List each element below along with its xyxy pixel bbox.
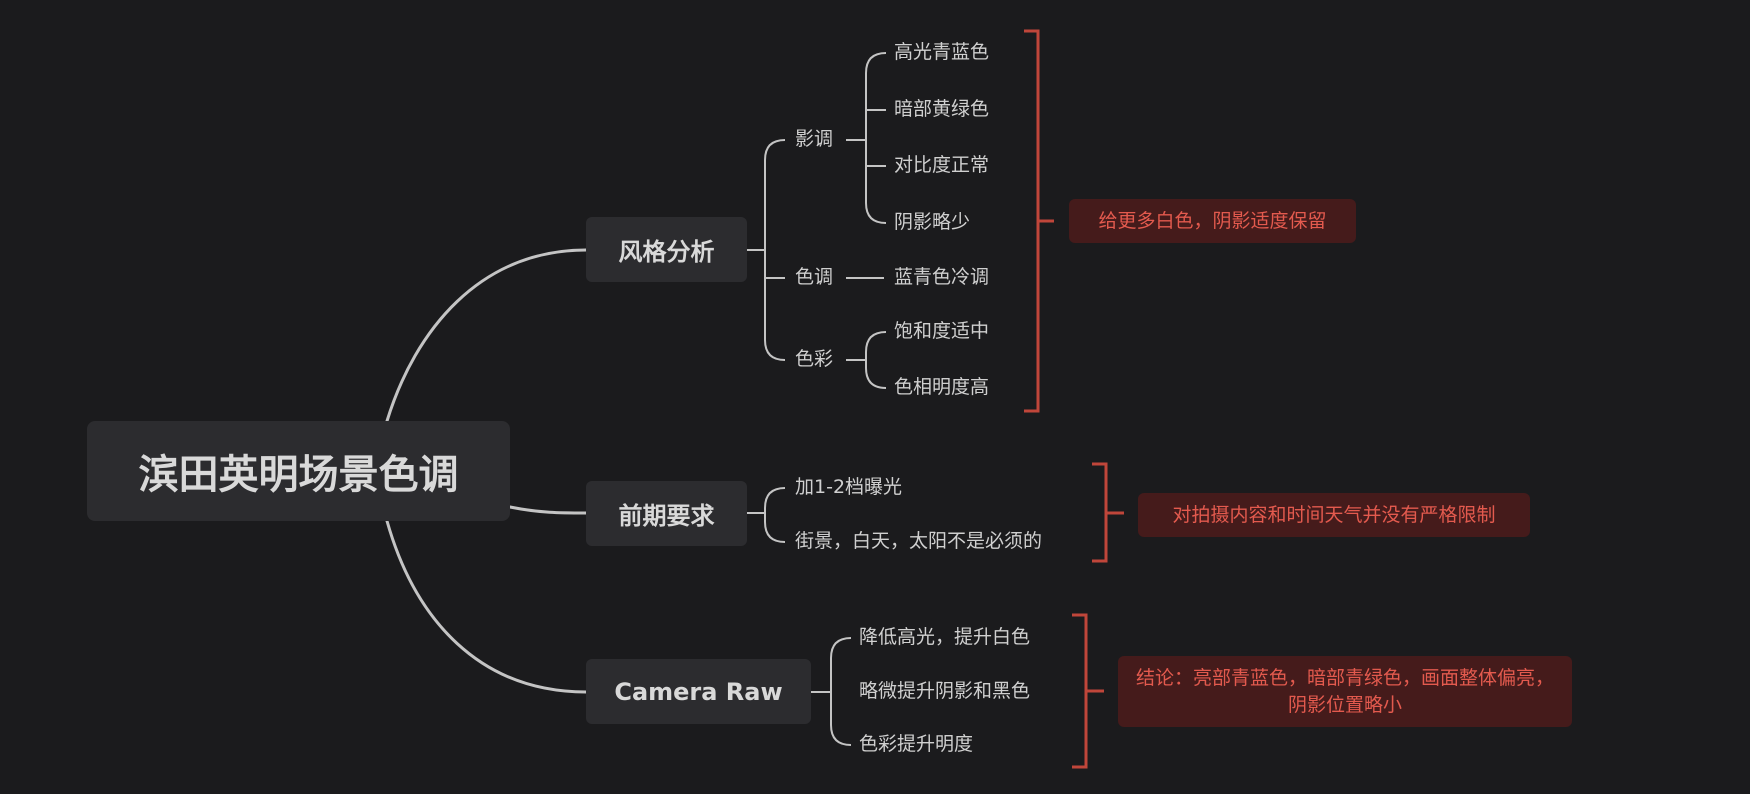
note-camera-raw[interactable]: 结论：亮部青蓝色，暗部青绿色，画面整体偏亮，阴影位置略小 <box>1118 656 1572 727</box>
connector-root-pre <box>508 505 588 515</box>
connector-pre-leaves <box>747 487 786 543</box>
connector-camera-raw-leaves <box>811 637 852 746</box>
branch-camera-raw[interactable]: Camera Raw <box>586 659 811 724</box>
note-style[interactable]: 给更多白色，阴影适度保留 <box>1069 199 1356 243</box>
group-tone[interactable]: 影调 <box>795 128 834 150</box>
group-hue[interactable]: 色调 <box>795 266 834 288</box>
leaf-camera-raw-2[interactable]: 略微提升阴影和黑色 <box>859 680 1031 702</box>
leaf-color-2[interactable]: 色相明度高 <box>894 376 990 398</box>
leaf-tone-2[interactable]: 暗部黄绿色 <box>894 98 990 120</box>
branch-style-analysis[interactable]: 风格分析 <box>586 217 747 282</box>
leaf-pre-1[interactable]: 加1-2档曝光 <box>795 476 903 498</box>
connector-tone-leaves <box>846 52 887 224</box>
note-pre[interactable]: 对拍摄内容和时间天气并没有严格限制 <box>1138 493 1530 537</box>
connector-style-groups <box>747 139 786 361</box>
leaf-tone-1[interactable]: 高光青蓝色 <box>894 41 990 63</box>
leaf-camera-raw-1[interactable]: 降低高光，提升白色 <box>859 626 1031 648</box>
leaf-hue-1[interactable]: 蓝青色冷调 <box>894 266 990 288</box>
bracket-pre <box>1092 462 1124 563</box>
leaf-color-1[interactable]: 饱和度适中 <box>894 320 990 342</box>
connector-root-style <box>385 248 588 423</box>
branch-pre-requirements[interactable]: 前期要求 <box>586 481 747 546</box>
connector-root-camera-raw <box>385 519 588 694</box>
leaf-camera-raw-3[interactable]: 色彩提升明度 <box>859 733 974 755</box>
leaf-pre-2[interactable]: 街景，白天，太阳不是必须的 <box>795 530 1043 552</box>
group-color[interactable]: 色彩 <box>795 348 834 370</box>
leaf-tone-3[interactable]: 对比度正常 <box>894 154 990 176</box>
bracket-style <box>1024 29 1054 413</box>
root-topic[interactable]: 滨田英明场景色调 <box>87 421 510 521</box>
connector-color-leaves <box>846 331 887 389</box>
leaf-tone-4[interactable]: 阴影略少 <box>894 211 971 233</box>
bracket-camera-raw <box>1072 613 1104 769</box>
